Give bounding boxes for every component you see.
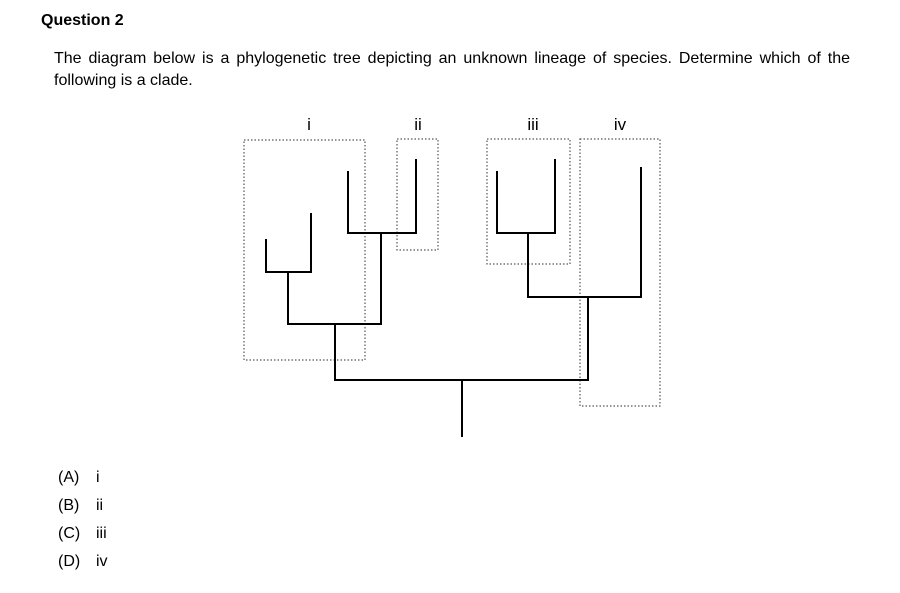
- option-text: iv: [96, 553, 108, 570]
- question-title: Question 2: [41, 12, 124, 29]
- branch-i-join: [287, 271, 382, 325]
- question-text: The diagram below is a phylogenetic tree…: [54, 50, 850, 89]
- group-label-ii: ii: [414, 115, 422, 134]
- option-letter: (C): [58, 525, 81, 542]
- option-text: i: [96, 469, 100, 486]
- option-letter: (A): [58, 469, 80, 486]
- option-letter: (B): [58, 497, 80, 514]
- branch-pair-i: [265, 213, 312, 273]
- option-letter: (D): [58, 553, 81, 570]
- option-text: iii: [96, 525, 107, 542]
- group-box-ii: [396, 138, 439, 251]
- branch-iii-iv-join: [527, 167, 642, 298]
- answer-options: (A) i (B) ii (C) iii (D) iv: [58, 468, 108, 580]
- option-b[interactable]: (B) ii: [58, 496, 108, 524]
- group-box-iv: [579, 138, 661, 407]
- branch-pair-iii: [496, 159, 556, 234]
- group-label-iii: iii: [527, 115, 538, 134]
- option-c[interactable]: (C) iii: [58, 524, 108, 552]
- group-label-i: i: [307, 115, 311, 134]
- option-text: ii: [96, 497, 104, 514]
- group-box-i: [243, 139, 366, 361]
- option-d[interactable]: (D) iv: [58, 552, 108, 580]
- group-label-iv: iv: [614, 115, 627, 134]
- option-a[interactable]: (A) i: [58, 468, 108, 496]
- branch-pair-ii: [347, 159, 417, 234]
